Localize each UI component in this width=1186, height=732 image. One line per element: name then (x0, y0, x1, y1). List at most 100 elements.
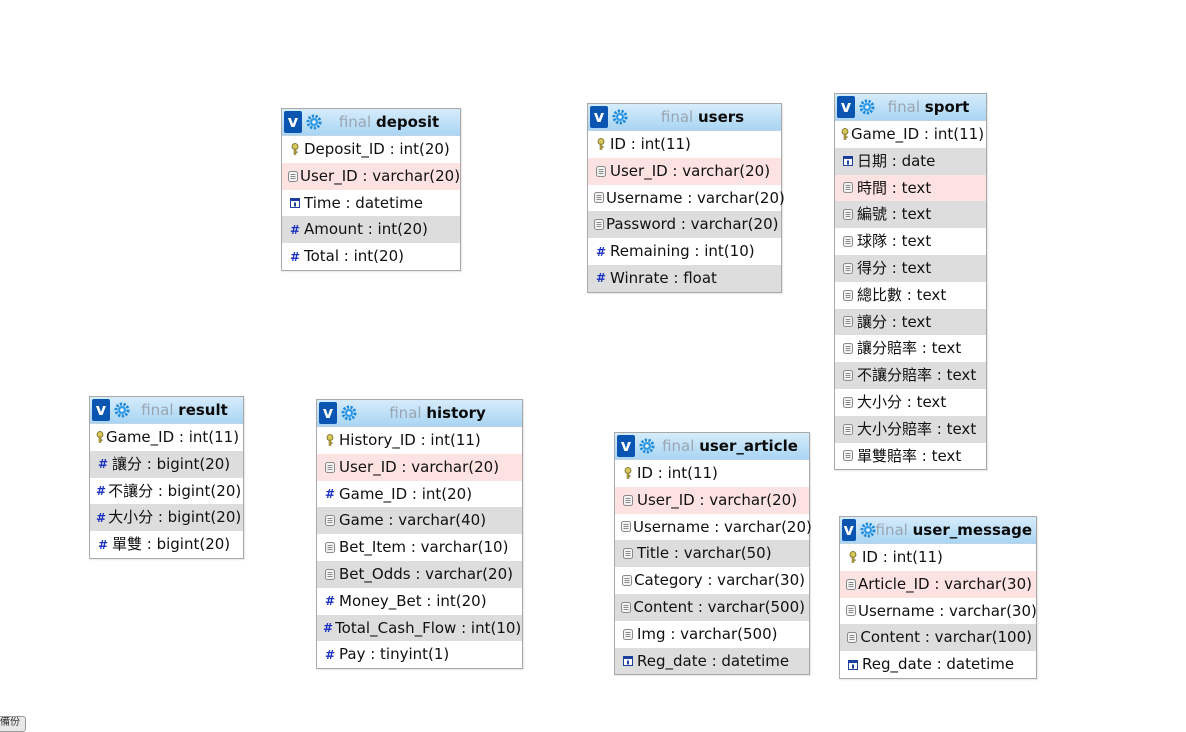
date-column-icon (288, 197, 302, 208)
table-title: final deposit (322, 113, 460, 131)
gear-icon[interactable] (859, 99, 875, 115)
column-row[interactable]: ID : int(11) (588, 131, 781, 158)
column-row[interactable]: User_ID : varchar(20) (282, 162, 460, 190)
column-row[interactable]: User_ID : varchar(20) (317, 453, 522, 481)
column-row[interactable]: #Total_Cash_Flow : int(10) (317, 614, 522, 642)
column-row[interactable]: 大小分賠率 : text (835, 415, 986, 443)
column-row[interactable]: Bet_Odds : varchar(20) (317, 560, 522, 588)
column-row[interactable]: Username : varchar(20) (588, 185, 785, 212)
column-row[interactable]: 讓分賠率 : text (835, 335, 986, 362)
date-column-icon (846, 659, 860, 670)
column-label: 編號 : text (857, 205, 932, 224)
column-row[interactable]: User_ID : varchar(20) (615, 486, 809, 514)
column-row[interactable]: 總比數 : text (835, 282, 986, 309)
toggle-columns-icon[interactable]: v (617, 435, 635, 457)
text-column-icon (323, 515, 337, 527)
column-label: User_ID : varchar(20) (339, 457, 500, 476)
column-row[interactable]: Content : varchar(500) (615, 593, 809, 621)
table-header[interactable]: v final user_message (840, 517, 1036, 544)
column-row[interactable]: 單雙賠率 : text (835, 443, 986, 470)
column-row[interactable]: #Game_ID : int(20) (317, 481, 522, 508)
toggle-columns-icon[interactable]: v (590, 106, 608, 128)
gear-icon[interactable] (639, 438, 655, 454)
table-header[interactable]: v final user_article (615, 433, 809, 460)
column-row[interactable]: #Pay : tinyint(1) (317, 641, 522, 668)
column-row[interactable]: #Total : int(20) (282, 243, 460, 270)
table-header[interactable]: v final deposit (282, 109, 460, 136)
column-label: 單雙 : bigint(20) (112, 535, 231, 554)
column-row[interactable]: Bet_Item : varchar(10) (317, 534, 522, 561)
column-row[interactable]: #Money_Bet : int(20) (317, 588, 522, 615)
column-row[interactable]: Username : varchar(20) (615, 514, 812, 541)
table-user-message[interactable]: v final user_message ID : int(11) Article_I… (839, 516, 1037, 679)
toggle-columns-icon[interactable]: v (837, 96, 855, 118)
column-row[interactable]: Username : varchar(30) (840, 598, 1037, 625)
column-label: Remaining : int(10) (610, 242, 755, 261)
column-row[interactable]: 大小分 : text (835, 389, 986, 416)
column-row[interactable]: 讓分 : text (835, 308, 986, 336)
database-name: final (875, 521, 908, 539)
text-column-icon (841, 316, 855, 328)
column-row[interactable]: Article_ID : varchar(30) (840, 570, 1036, 598)
toggle-columns-icon[interactable]: v (92, 399, 110, 421)
column-label: Bet_Item : varchar(10) (339, 538, 509, 557)
column-row[interactable]: Game : varchar(40) (317, 507, 522, 535)
gear-icon[interactable] (612, 109, 628, 125)
column-row[interactable]: Deposit_ID : int(20) (282, 136, 460, 163)
gear-icon[interactable] (114, 402, 130, 418)
column-row[interactable]: Time : datetime (282, 190, 460, 217)
column-row[interactable]: Img : varchar(500) (615, 621, 809, 648)
column-row[interactable]: ID : int(11) (615, 460, 809, 487)
table-title: final user_message (876, 521, 1036, 539)
column-row[interactable]: Category : varchar(30) (615, 567, 809, 594)
toggle-columns-icon[interactable]: v (319, 402, 337, 424)
column-row[interactable]: Reg_date : datetime (840, 651, 1036, 678)
toggle-columns-icon[interactable]: v (842, 519, 856, 541)
column-row[interactable]: Reg_date : datetime (615, 647, 809, 675)
column-label: 讓分 : bigint(20) (112, 454, 231, 473)
column-label: 大小分 : bigint(20) (108, 508, 242, 527)
column-row[interactable]: User_ID : varchar(20) (588, 157, 781, 185)
gear-icon[interactable] (306, 114, 322, 130)
column-row[interactable]: History_ID : int(11) (317, 427, 522, 454)
column-row[interactable]: 時間 : text (835, 174, 986, 202)
gear-icon[interactable] (860, 522, 876, 538)
column-row[interactable]: #Amount : int(20) (282, 216, 460, 244)
column-label: 不讓分 : bigint(20) (108, 481, 242, 500)
column-row[interactable]: 球隊 : text (835, 228, 986, 255)
toggle-columns-icon[interactable]: v (284, 111, 302, 133)
column-row[interactable]: 得分 : text (835, 254, 986, 282)
column-row[interactable]: #讓分 : bigint(20) (90, 450, 243, 478)
column-row[interactable]: #Remaining : int(10) (588, 238, 781, 265)
gear-icon[interactable] (341, 405, 357, 421)
column-row[interactable]: Game_ID : int(11) (90, 424, 243, 451)
column-row[interactable]: Title : varchar(50) (615, 540, 809, 568)
column-row[interactable]: Password : varchar(20) (588, 211, 781, 239)
column-row[interactable]: Content : varchar(100) (840, 624, 1036, 652)
column-row[interactable]: Game_ID : int(11) (835, 121, 986, 148)
table-title: final user_article (655, 437, 809, 455)
column-row[interactable]: 編號 : text (835, 201, 986, 229)
column-row[interactable]: #Winrate : float (588, 264, 781, 292)
column-row[interactable]: #不讓分 : bigint(20) (90, 478, 243, 505)
column-row[interactable]: ID : int(11) (840, 544, 1036, 571)
corner-button[interactable]: 備份 (0, 716, 26, 732)
column-row[interactable]: 日期 : date (835, 147, 986, 175)
column-row[interactable]: #單雙 : bigint(20) (90, 531, 243, 558)
text-column-icon (288, 170, 298, 182)
column-label: 總比數 : text (857, 285, 947, 304)
column-row[interactable]: #大小分 : bigint(20) (90, 504, 243, 532)
column-row[interactable]: 不讓分賠率 : text (835, 362, 986, 389)
text-column-icon (621, 521, 631, 533)
table-user-article[interactable]: v final user_article ID : int(11)User_ID :… (614, 432, 812, 676)
column-label: Article_ID : varchar(30) (858, 574, 1032, 593)
